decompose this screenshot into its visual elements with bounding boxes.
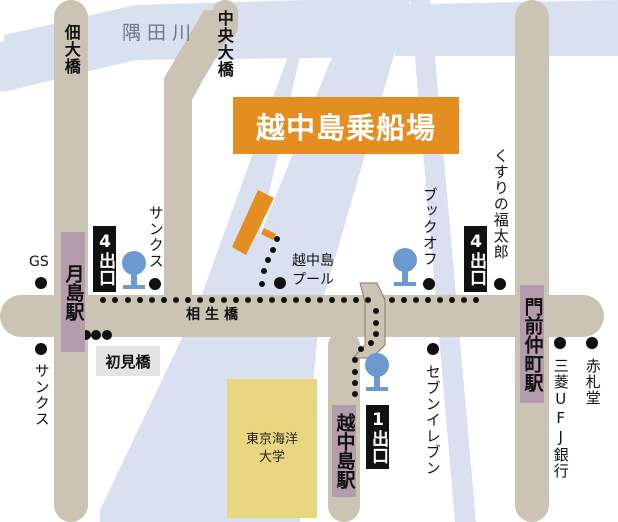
landmark-sunkus-south: サンクス: [32, 363, 51, 427]
river-label: 隅田川: [122, 22, 198, 44]
landmark-sunkus-north: サンクス: [146, 205, 165, 269]
bus-stop-icon: [122, 251, 146, 289]
road-chuo-cap: [212, 0, 238, 40]
road-aioi: [0, 295, 604, 337]
bus-stop-icon: [393, 248, 417, 286]
landmark-pool: 越中島 プール: [292, 253, 334, 288]
landmark-gs: GS: [29, 254, 49, 270]
bridge-label-hatsumi: 初見橋: [96, 346, 160, 376]
road-monzen: [515, 0, 549, 522]
university-label: 東京海洋 大学: [245, 431, 298, 465]
landmark-mufg-bank: 三菱UFJ銀行: [551, 358, 570, 479]
landmark-kusuri: くすりの福太郎: [491, 148, 510, 260]
station-monzen-nakacho: 門前仲町駅: [520, 285, 544, 403]
exit-etchujima-1: 1出口: [366, 405, 389, 469]
bridge-label-tsukuda: 佃大橋: [61, 24, 81, 75]
station-tsukishima: 月島駅: [61, 232, 85, 352]
river-channel-west: [100, 56, 300, 522]
exit-tsukishima-4: 4出口: [93, 226, 116, 292]
landmark-akafudado: 赤札堂: [583, 358, 602, 406]
landmark-seven-eleven: セブンイレブン: [423, 364, 442, 476]
bridge-label-aioi: 相生橋: [186, 307, 243, 323]
road-chuo: [164, 10, 236, 298]
exit-monzen-4: 4出口: [464, 226, 487, 292]
pier-arm: [261, 228, 276, 240]
station-etchujima: 越中島駅: [332, 405, 356, 497]
pier-shape: [232, 190, 274, 255]
page-title: 越中島乗船場: [233, 97, 459, 154]
landmark-bookoff: ブックオフ: [420, 187, 439, 267]
landmark-dots: [35, 277, 598, 355]
university-block: 東京海洋 大学: [227, 379, 317, 518]
bus-stop-icon: [365, 353, 389, 391]
bridge-label-chuo: 中央大橋: [214, 10, 234, 78]
